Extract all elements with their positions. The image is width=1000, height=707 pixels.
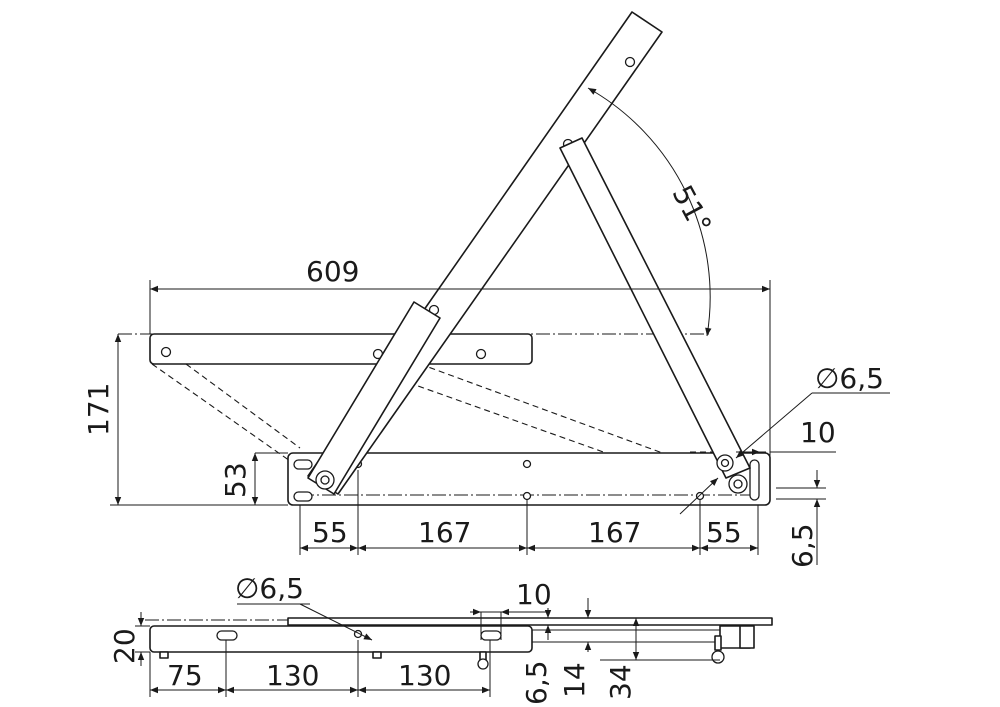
dim-base-height: 53 — [219, 453, 259, 505]
dim-thickness-bottom: 6,5 — [520, 660, 553, 705]
dim-130-right: 130 — [398, 659, 451, 692]
dim-130-left: 130 — [266, 659, 319, 692]
dim-height-total-label: 171 — [82, 383, 115, 436]
dim-hole-bottom-label: ∅6,5 — [235, 572, 304, 605]
dim-55-right: 55 — [706, 516, 742, 549]
base-plate — [255, 452, 771, 506]
folded-base — [149, 625, 533, 653]
dim-length-total: 609 — [149, 255, 771, 470]
folded-view: 20 ∅6,5 10 75 130 130 6,5 14 — [108, 572, 773, 705]
dim-hole-leader — [679, 477, 719, 515]
front-view: 51° 609 171 53 ∅6,5 — [82, 11, 890, 568]
angle-label: 51° — [666, 180, 718, 239]
lower-arm — [307, 301, 441, 495]
dim-base-height-label: 53 — [219, 462, 252, 498]
top-plate-hole-3 — [475, 348, 487, 360]
dim-offset-top-label: 10 — [800, 416, 836, 449]
support-arm — [559, 137, 751, 494]
dim-offset-bottom-label: 10 — [516, 578, 552, 611]
dim-offset-top: 10 — [736, 416, 836, 456]
top-plate-hole-1 — [160, 346, 172, 358]
dim-thickness-side-label: 6,5 — [786, 523, 819, 568]
base-slot-3 — [749, 459, 760, 501]
dim-height-34: 34 — [604, 664, 637, 700]
dim-height-20: 20 — [108, 628, 141, 664]
dim-spacing-row: 55 167 167 55 — [299, 470, 759, 555]
dim-75: 75 — [167, 659, 203, 692]
dim-thickness-side: 6,5 — [776, 470, 826, 568]
dim-167-right: 167 — [588, 516, 641, 549]
dim-hole-top-label: ∅6,5 — [815, 362, 884, 395]
dim-hole-top: ∅6,5 — [735, 362, 890, 459]
base-slot-2 — [293, 491, 313, 502]
dim-height-total: 171 — [82, 334, 288, 506]
dim-55-left: 55 — [312, 516, 348, 549]
base-slot-1 — [293, 459, 313, 470]
dim-167-left: 167 — [418, 516, 471, 549]
folded-top-plate — [287, 617, 773, 626]
dim-height-14: 14 — [558, 662, 591, 698]
dim-length-total-label: 609 — [306, 255, 359, 288]
